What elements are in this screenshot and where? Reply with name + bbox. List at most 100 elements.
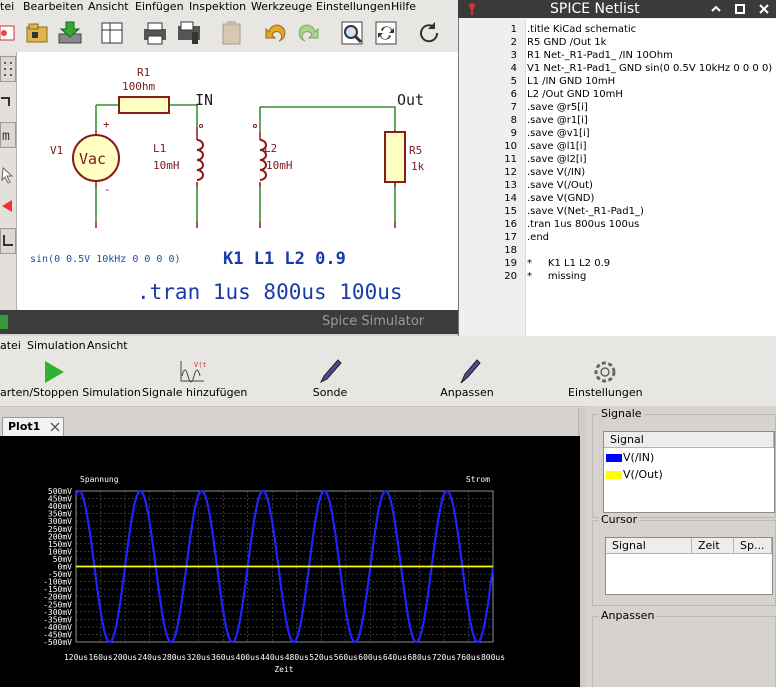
undo-icon[interactable]: [261, 18, 289, 48]
netlist-line: .save @v1[i]: [527, 128, 590, 139]
v1-source[interactable]: [72, 134, 120, 182]
find-icon[interactable]: [338, 18, 366, 48]
add-signals-button[interactable]: V(t) Signale hinzufügen: [142, 354, 247, 406]
menu-tools[interactable]: Werkzeuge: [251, 0, 313, 13]
signals-col-header[interactable]: Signal: [604, 432, 774, 448]
cursor-table[interactable]: Signal Zeit Sp...: [605, 537, 773, 595]
y-tick-label: -300mV: [43, 608, 72, 617]
maximize-up-icon[interactable]: [711, 4, 721, 14]
menu-settings[interactable]: Einstellungen: [316, 0, 391, 13]
units-icon[interactable]: m: [0, 122, 16, 148]
signal-name: V(/IN): [623, 451, 655, 464]
wire-icon[interactable]: [0, 88, 14, 112]
signal-row-out[interactable]: V(/Out): [606, 467, 663, 483]
tab-plot1[interactable]: Plot1: [2, 417, 64, 436]
plot-icon[interactable]: [175, 18, 203, 48]
hidden-pins-icon[interactable]: [0, 228, 16, 254]
redo-icon[interactable]: [295, 18, 323, 48]
menu-file[interactable]: tei: [0, 0, 15, 13]
y-tick-label: 200mV: [48, 532, 72, 541]
import-icon[interactable]: [56, 18, 84, 48]
netlist-line: .end: [527, 232, 550, 243]
line-number: 19: [504, 258, 517, 269]
cursor-group: Cursor Signal Zeit Sp...: [592, 513, 776, 606]
settings-button[interactable]: Einstellungen: [568, 354, 643, 406]
line-number: 13: [504, 180, 517, 191]
netlist-line: .save @r5[i]: [527, 102, 588, 113]
schematic-canvas[interactable]: R1 100hm V1 Vac + - L1 1: [17, 52, 458, 310]
probe-button[interactable]: Sonde: [305, 354, 355, 406]
tune-button[interactable]: Anpassen: [437, 354, 497, 406]
sim-menu-file[interactable]: atei: [0, 339, 21, 352]
line-number: 11: [504, 154, 517, 165]
paste-icon[interactable]: [218, 18, 246, 48]
sim-app-icon: [0, 315, 8, 329]
l1-inductor[interactable]: [196, 139, 204, 181]
signals-table[interactable]: Signal V(/IN) V(/Out): [603, 431, 775, 513]
sim-menu-simulation[interactable]: Simulation: [27, 339, 86, 352]
netlist-line: * missing: [527, 271, 587, 282]
y-tick-label: 500mV: [48, 487, 72, 496]
menu-edit[interactable]: Bearbeiten: [23, 0, 84, 13]
menu-insert[interactable]: Einfügen: [135, 0, 184, 13]
y-tick-label: -450mV: [43, 630, 72, 639]
kicad-left-toolbar: m: [0, 52, 17, 310]
tune-group: Anpassen: [592, 609, 776, 687]
cursor-col-signal[interactable]: Signal: [606, 538, 692, 554]
cursor-col-value[interactable]: Sp...: [734, 538, 772, 554]
refresh-icon[interactable]: [415, 18, 443, 48]
line-number: 5: [510, 76, 517, 87]
signals-group: Signale Signal V(/IN) V(/Out): [592, 407, 776, 518]
x-tick-label: 200us: [113, 653, 137, 662]
line-number: 4: [510, 63, 517, 74]
r5-resistor[interactable]: [384, 131, 406, 183]
tab-close-icon[interactable]: [50, 422, 60, 432]
tran-directive-text: .tran 1us 800us 100us: [137, 280, 403, 304]
x-tick-label: 520us: [309, 653, 333, 662]
l2-inductor[interactable]: [259, 139, 267, 181]
print-icon[interactable]: [141, 18, 169, 48]
r1-ref: R1: [137, 66, 150, 79]
highlight-net-icon[interactable]: [0, 194, 14, 218]
page-settings-icon[interactable]: [98, 18, 126, 48]
kicad-app-icon: [469, 3, 475, 15]
restore-icon[interactable]: [735, 4, 745, 14]
run-stop-simulation-button[interactable]: arten/Stoppen Simulation: [0, 354, 141, 406]
sim-menu-view[interactable]: Ansicht: [87, 339, 128, 352]
x-tick-label: 360us: [211, 653, 235, 662]
close-icon[interactable]: [759, 4, 769, 14]
line-number: 2: [510, 37, 517, 48]
signal-row-in[interactable]: V(/IN): [606, 450, 654, 466]
settings-label: Einstellungen: [568, 386, 643, 399]
y-tick-label: -400mV: [43, 623, 72, 632]
menu-inspect[interactable]: Inspektion: [189, 0, 247, 13]
open-folder-icon[interactable]: [24, 18, 52, 48]
find-replace-icon[interactable]: [372, 18, 400, 48]
grid-icon[interactable]: [0, 56, 16, 82]
l1-value: 10mH: [153, 159, 180, 172]
x-tick-label: 720us: [432, 653, 456, 662]
l2-value: 10mH: [266, 159, 293, 172]
y-tick-label: -200mV: [43, 593, 72, 602]
x-tick-label: 160us: [88, 653, 112, 662]
signal-color-swatch: [606, 454, 622, 462]
r1-resistor[interactable]: [118, 96, 170, 114]
cursor-arrow-icon[interactable]: [0, 164, 14, 188]
r5-value: 1k: [411, 160, 425, 173]
gear-icon: [594, 361, 616, 383]
menu-view[interactable]: Ansicht: [88, 0, 129, 13]
l1-ref: L1: [153, 142, 166, 155]
menu-help[interactable]: Hilfe: [391, 0, 417, 13]
line-number: 20: [504, 271, 517, 282]
netlist-title: SPICE Netlist: [550, 1, 640, 17]
cursor-col-time[interactable]: Zeit: [692, 538, 734, 554]
x-tick-label: 280us: [162, 653, 186, 662]
schematic-setup-icon[interactable]: [0, 18, 18, 48]
x-tick-label: 800us: [481, 653, 505, 662]
x-tick-label: 680us: [407, 653, 431, 662]
y-tick-label: 250mV: [48, 525, 72, 534]
line-number: 8: [510, 115, 517, 126]
